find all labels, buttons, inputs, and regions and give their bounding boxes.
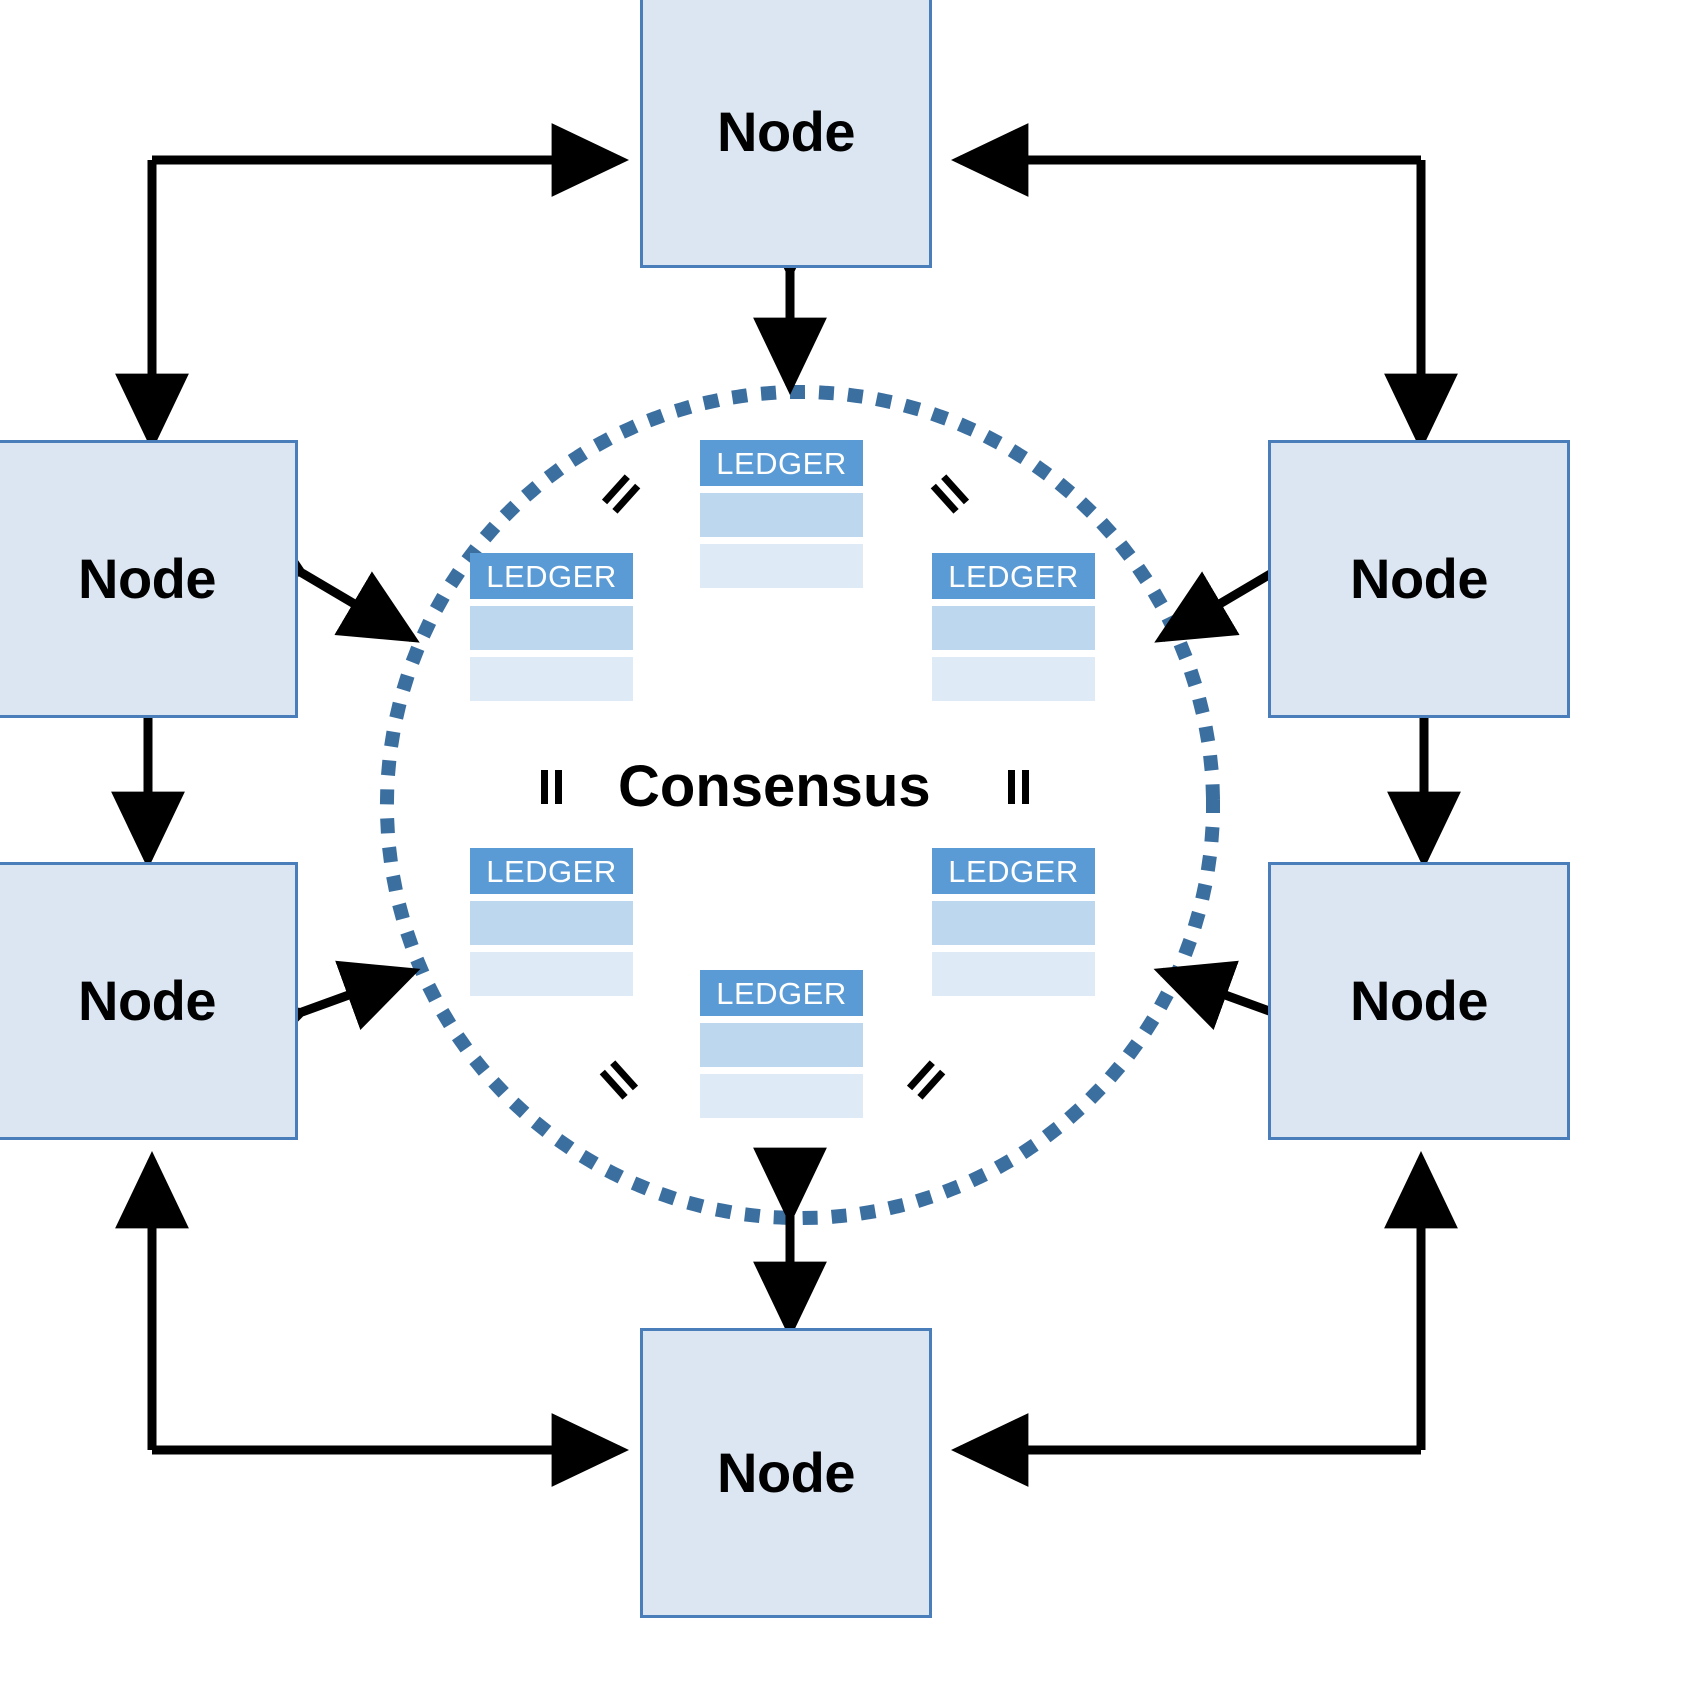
ledger-right-upper-row-1 xyxy=(932,606,1095,650)
node-top-label: Node xyxy=(717,100,856,163)
ledger-right-lower[interactable]: LEDGER xyxy=(932,848,1095,996)
arrow-left-lower-node-to-consensus xyxy=(225,960,421,1071)
ledger-bottom-row-1 xyxy=(700,1023,863,1067)
ledger-bottom-header: LEDGER xyxy=(700,970,863,1016)
consensus-label: Consensus xyxy=(618,754,931,819)
node-left-lower[interactable]: Node xyxy=(0,862,298,1140)
node-bottom[interactable]: Node xyxy=(640,1328,932,1618)
node-left-lower-label: Node xyxy=(78,969,217,1032)
node-left-upper[interactable]: Node xyxy=(0,440,298,718)
ledger-top[interactable]: LEDGER xyxy=(700,440,863,588)
ledger-right-lower-header: LEDGER xyxy=(932,848,1095,894)
ledger-right-upper-header: LEDGER xyxy=(932,553,1095,599)
node-right-upper[interactable]: Node xyxy=(1268,440,1570,718)
equals-mark-middle-left xyxy=(536,770,570,804)
equals-mark-middle-right xyxy=(1003,770,1037,804)
ledger-left-lower-row-1 xyxy=(470,901,633,945)
ledger-right-lower-row-2 xyxy=(932,952,1095,996)
node-right-upper-label: Node xyxy=(1350,547,1489,610)
arrow-right-lower-node-to-consensus xyxy=(1153,960,1349,1071)
ledger-top-row-2 xyxy=(700,544,863,588)
ledger-left-upper-row-2 xyxy=(470,657,633,701)
ledger-right-lower-row-1 xyxy=(932,901,1095,945)
ledger-top-row-1 xyxy=(700,493,863,537)
ledger-left-lower-row-2 xyxy=(470,952,633,996)
ledger-bottom[interactable]: LEDGER xyxy=(700,970,863,1118)
ledger-left-lower[interactable]: LEDGER xyxy=(470,848,633,996)
node-left-upper-label: Node xyxy=(78,547,217,610)
ledger-left-lower-header: LEDGER xyxy=(470,848,633,894)
node-top[interactable]: Node xyxy=(640,0,932,268)
ledger-right-upper[interactable]: LEDGER xyxy=(932,553,1095,701)
ledger-left-upper-row-1 xyxy=(470,606,633,650)
node-right-lower-label: Node xyxy=(1350,969,1489,1032)
arrow-right-upper-node-to-consensus xyxy=(1154,506,1350,643)
ledger-left-upper-header: LEDGER xyxy=(470,553,633,599)
ledger-right-upper-row-2 xyxy=(932,657,1095,701)
ledger-top-header: LEDGER xyxy=(700,440,863,486)
ledger-bottom-row-2 xyxy=(700,1074,863,1118)
node-right-lower[interactable]: Node xyxy=(1268,862,1570,1140)
ledger-left-upper[interactable]: LEDGER xyxy=(470,553,633,701)
node-bottom-label: Node xyxy=(717,1441,856,1504)
arrow-left-upper-node-to-consensus xyxy=(224,506,420,643)
